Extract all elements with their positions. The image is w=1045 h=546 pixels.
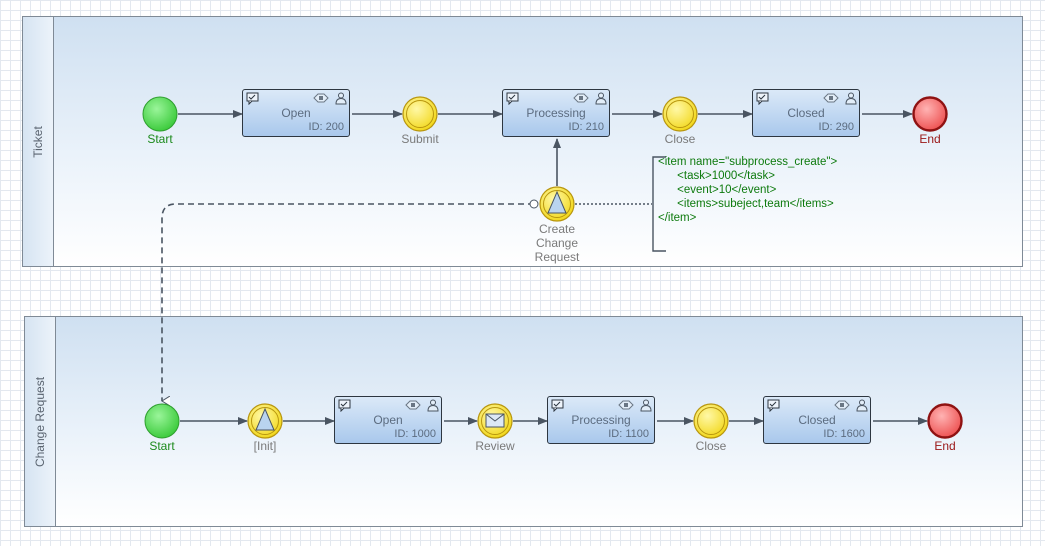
ticket-submit-event[interactable] <box>402 96 438 132</box>
triangle-signal-icon <box>255 407 275 431</box>
data-icon <box>313 93 329 103</box>
create-change-request-label: Create Change Request <box>534 222 580 264</box>
performers-icon <box>427 399 439 412</box>
ticket-start-event[interactable] <box>142 96 178 132</box>
data-icon <box>834 400 850 410</box>
task-title: Processing <box>571 413 631 427</box>
cr-end-label: End <box>934 439 956 453</box>
performers-icon <box>335 92 347 105</box>
task-title: Closed <box>798 413 836 427</box>
ticket-closed-task[interactable]: Closed ID: 290 <box>752 89 860 137</box>
ticket-open-task[interactable]: Open ID: 200 <box>242 89 350 137</box>
performers-icon <box>640 399 652 412</box>
task-title: Closed <box>787 106 825 120</box>
create-change-request-event[interactable] <box>539 186 575 222</box>
task-id: ID: 1000 <box>394 428 436 440</box>
task-id: ID: 290 <box>818 121 854 133</box>
cr-processing-task[interactable]: Processing ID: 1100 <box>547 396 655 444</box>
ticket-submit-label: Submit <box>401 132 439 146</box>
pool-ticket-header: Ticket <box>23 17 54 266</box>
cr-close-event[interactable] <box>693 403 729 439</box>
cr-open-task[interactable]: Open ID: 1000 <box>334 396 442 444</box>
message-flow-start <box>529 199 539 209</box>
ticket-start-label: Start <box>147 132 173 146</box>
user-task-icon <box>506 92 519 105</box>
cr-start-event[interactable] <box>144 403 180 439</box>
data-icon <box>618 400 634 410</box>
cr-init-label: [Init] <box>253 439 277 453</box>
cr-start-label: Start <box>149 439 175 453</box>
ticket-processing-task[interactable]: Processing ID: 210 <box>502 89 610 137</box>
task-id: ID: 210 <box>568 121 604 133</box>
user-task-icon <box>338 399 351 412</box>
data-icon <box>823 93 839 103</box>
data-icon <box>405 400 421 410</box>
pool-change-request-header: Change Request <box>25 317 56 526</box>
subprocess-annotation: <item name="subprocess_create"> <task>10… <box>658 156 838 224</box>
ticket-end-label: End <box>919 132 941 146</box>
annotation-bracket <box>652 156 666 252</box>
user-task-icon <box>756 92 769 105</box>
user-task-icon <box>767 399 780 412</box>
task-title: Processing <box>526 106 586 120</box>
pool-ticket: Ticket <box>22 16 1023 267</box>
cr-review-label: Review <box>475 439 515 453</box>
performers-icon <box>845 92 857 105</box>
cr-review-event[interactable] <box>477 403 513 439</box>
data-icon <box>573 93 589 103</box>
user-task-icon <box>246 92 259 105</box>
task-id: ID: 1100 <box>608 428 649 440</box>
ticket-end-event[interactable] <box>912 96 948 132</box>
task-title: Open <box>281 106 311 120</box>
cr-close-label: Close <box>695 439 727 453</box>
cr-init-event[interactable] <box>247 403 283 439</box>
ticket-close-label: Close <box>664 132 696 146</box>
cr-end-event[interactable] <box>927 403 963 439</box>
task-title: Open <box>373 413 403 427</box>
ticket-close-event[interactable] <box>662 96 698 132</box>
user-task-icon <box>551 399 564 412</box>
performers-icon <box>856 399 868 412</box>
task-id: ID: 1600 <box>823 428 865 440</box>
envelope-icon <box>485 413 505 428</box>
triangle-signal-icon <box>547 190 567 214</box>
cr-closed-task[interactable]: Closed ID: 1600 <box>763 396 871 444</box>
task-id: ID: 200 <box>308 121 344 133</box>
message-flow <box>162 203 534 401</box>
performers-icon <box>595 92 607 105</box>
